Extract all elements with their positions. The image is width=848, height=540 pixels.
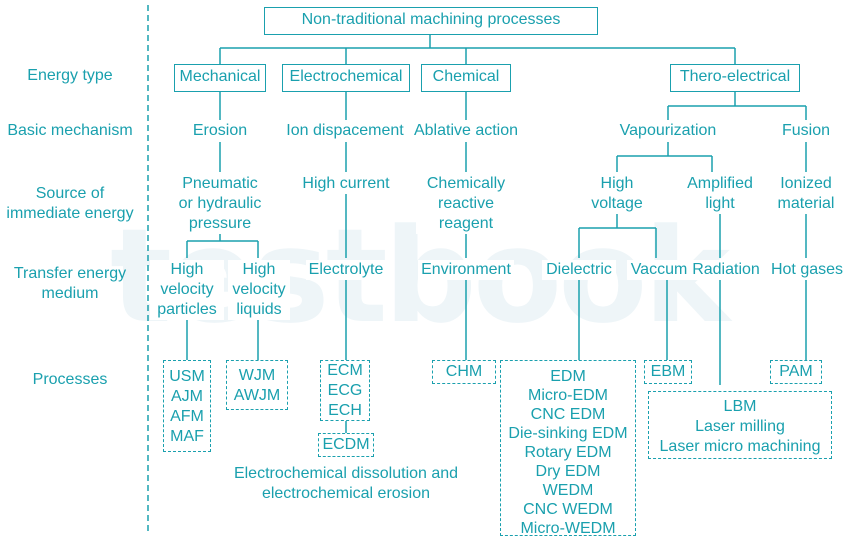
- source-chemical-reagent: Chemically reactive reagent: [416, 174, 516, 234]
- title-box: Non-traditional machining processes: [264, 7, 598, 35]
- source-high-voltage: High voltage: [582, 174, 652, 214]
- source-amplified-light: Amplified light: [676, 174, 764, 214]
- energy-chemical: Chemical: [421, 64, 511, 92]
- process-box-edm: EDM Micro-EDM CNC EDM Die-sinking EDM Ro…: [500, 360, 636, 537]
- transfer-hot-gases: Hot gases: [768, 260, 846, 280]
- process-box-ecm: ECM ECG ECH: [320, 360, 370, 421]
- transfer-electrolyte: Electrolyte: [306, 260, 386, 280]
- mechanism-ion-displacement: Ion dispacement: [279, 121, 411, 141]
- row-label-energy-type: Energy type: [27, 67, 113, 84]
- row-label-transfer-medium: Transfer energy medium: [13, 265, 127, 302]
- energy-thermo-electrical: Thero-electrical: [670, 64, 800, 92]
- process-box-ebm: EBM: [644, 360, 692, 384]
- energy-mechanical: Mechanical: [174, 64, 266, 92]
- mechanism-erosion: Erosion: [192, 122, 248, 139]
- transfer-high-velocity-liquids: High velocity liquids: [228, 260, 290, 320]
- process-box-pam: PAM: [770, 360, 822, 384]
- transfer-vaccum: Vaccum: [627, 260, 691, 280]
- process-box-chm: CHM: [432, 360, 496, 384]
- process-box-usm-ajm: USM AJM AFM MAF: [163, 360, 211, 452]
- row-label-basic-mechanism: Basic mechanism: [7, 122, 133, 139]
- mechanism-vapourization: Vapourization: [613, 121, 723, 141]
- source-ionized-material: Ionized material: [768, 174, 844, 214]
- transfer-radiation: Radiation: [690, 260, 762, 280]
- mechanism-fusion: Fusion: [772, 121, 840, 141]
- transfer-environment: Environment: [418, 260, 514, 280]
- ecdm-description: Electrochemical dissolution and electroc…: [233, 465, 459, 502]
- transfer-dielectric: Dielectric: [542, 260, 616, 280]
- transfer-high-velocity-particles: High velocity particles: [150, 260, 224, 320]
- row-label-processes: Processes: [32, 371, 108, 388]
- process-box-wjm: WJM AWJM: [226, 360, 288, 410]
- source-high-current: High current: [292, 174, 400, 194]
- row-label-source-energy: Source of immediate energy: [6, 185, 134, 222]
- source-pneumatic-pressure: Pneumatic or hydraulic pressure: [160, 174, 280, 234]
- mechanism-ablative-action: Ablative action: [410, 121, 522, 141]
- process-box-lbm: LBM Laser milling Laser micro machining: [648, 391, 832, 459]
- energy-electrochemical: Electrochemical: [282, 64, 410, 92]
- process-box-ecdm: ECDM: [318, 433, 374, 457]
